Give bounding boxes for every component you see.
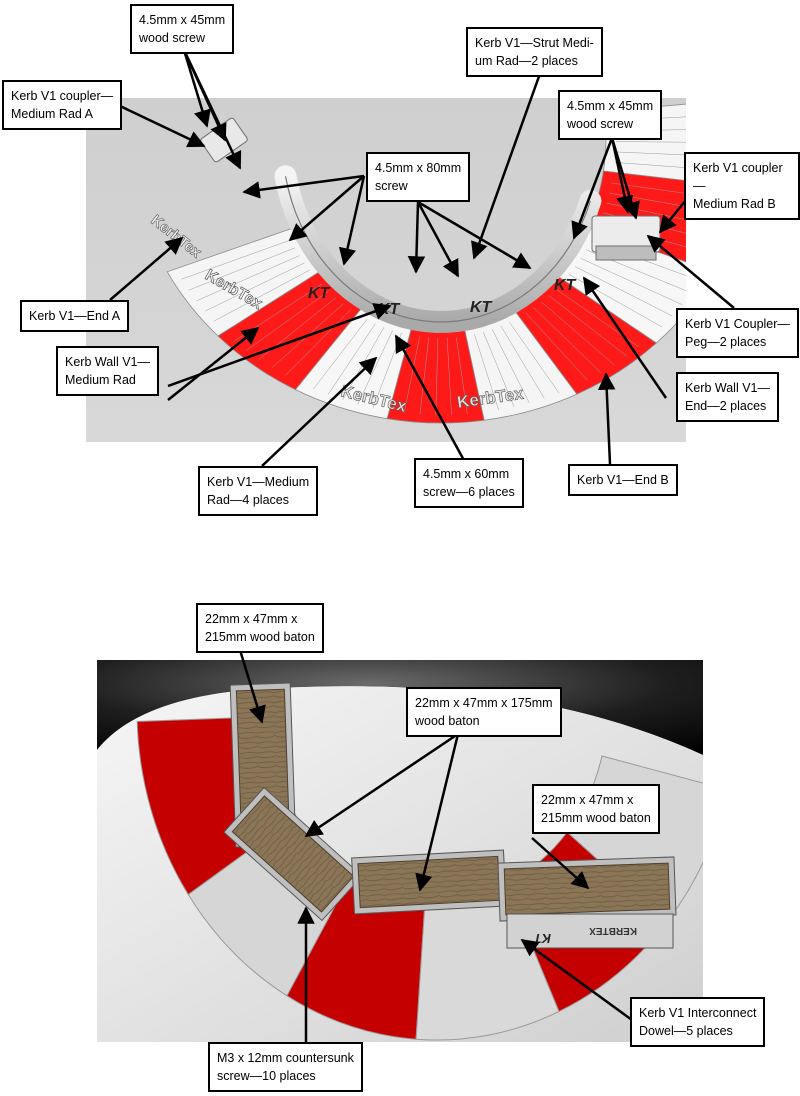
- kerb-wall-rail-edge: [284, 176, 591, 323]
- kt-logo-3: KT: [470, 299, 493, 316]
- wood-baton: [497, 856, 677, 922]
- kerb-assembly-render-top: KT KT KT KT KerbTex KerbTex KerbTex Kerb…: [86, 98, 686, 442]
- rib-line: [205, 262, 305, 312]
- callout-coupler-medium-rad-a: Kerb V1 coupler— Medium Rad A: [2, 80, 123, 130]
- rib-line: [188, 247, 295, 291]
- kt-logo-4: KT: [554, 277, 577, 294]
- callout-screw-80mm: 4.5mm x 80mm screw: [366, 152, 471, 202]
- callout-wall-end: Kerb Wall V1— End—2 places: [676, 372, 779, 422]
- callout-screw-60mm: 4.5mm x 60mm screw—6 places: [414, 458, 524, 508]
- callout-coupler-medium-rad-b: Kerb V1 coupler— Medium Rad B: [684, 152, 800, 220]
- rib-line: [525, 312, 588, 381]
- callout-baton-215-a: 22mm x 47mm x 215mm wood baton: [196, 603, 324, 653]
- kerbtex-brand-underside: KERBTEX: [589, 925, 637, 936]
- kt-logo-2: KT: [378, 301, 401, 318]
- callout-coupler-peg: Kerb V1 Coupler— Peg—2 places: [676, 308, 799, 358]
- callout-strut-medium-rad: Kerb V1—Strut Medi- um Rad—2 places: [466, 27, 603, 77]
- callout-medium-rad: Kerb V1—Medium Rad—4 places: [198, 466, 319, 516]
- callout-wood-screw-45-a: 4.5mm x 45mm wood screw: [130, 4, 235, 54]
- baton-wood: [503, 862, 671, 916]
- callout-wall-medium-rad: Kerb Wall V1— Medium Rad: [56, 346, 159, 396]
- baton-wood: [357, 855, 501, 909]
- kt-logo-underside: KT: [533, 931, 551, 946]
- callout-end-a: Kerb V1—End A: [20, 300, 130, 332]
- callout-baton-215-b: 22mm x 47mm x 215mm wood baton: [532, 784, 660, 834]
- callout-wood-screw-45-b: 4.5mm x 45mm wood screw: [558, 90, 663, 140]
- rib-line: [181, 239, 291, 280]
- rib-line: [491, 329, 530, 404]
- rib-line: [509, 321, 560, 394]
- callout-end-b: Kerb V1—End B: [568, 464, 678, 496]
- rib-line: [474, 334, 499, 410]
- rib-line: [483, 331, 515, 407]
- rib-line: [196, 255, 300, 302]
- wood-baton: [351, 849, 507, 915]
- callout-interconnect-dowel: Kerb V1 Interconnect Dowel—5 places: [630, 997, 766, 1047]
- coupler-block-b: [591, 215, 661, 261]
- kerb-underside-render-bottom: KERBTEX KT: [97, 660, 703, 1042]
- callout-baton-175: 22mm x 47mm x 175mm wood baton: [406, 687, 562, 737]
- callout-countersunk-screw: M3 x 12mm countersunk screw—10 places: [208, 1042, 363, 1092]
- kt-logo-1: KT: [308, 285, 331, 302]
- rib-line: [500, 325, 545, 399]
